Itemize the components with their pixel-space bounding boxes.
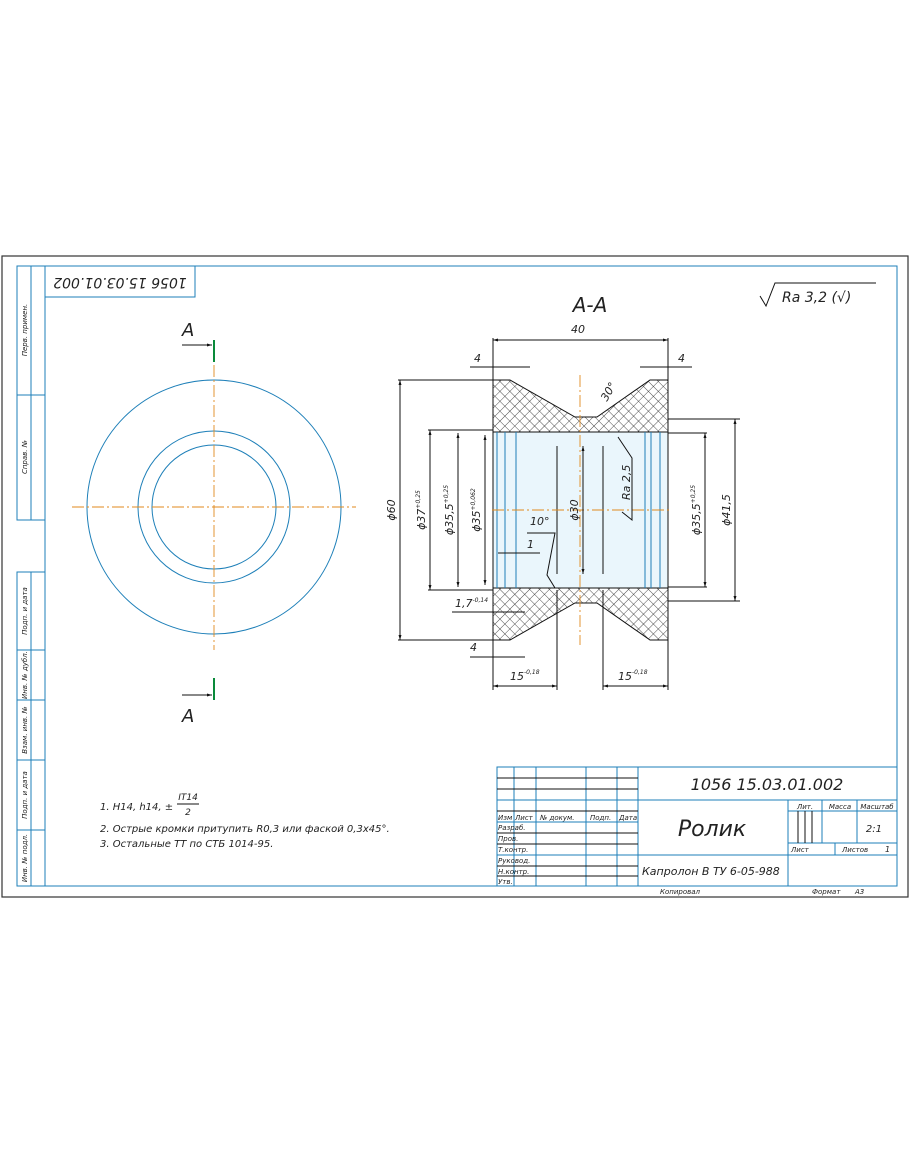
dim-40: 40 xyxy=(571,323,585,336)
col-header: Лист xyxy=(514,814,534,822)
dim-d37-tol: +0,25 xyxy=(415,490,422,509)
dim-d355-left: ϕ35,5 xyxy=(443,503,456,535)
dim-15-left: 15 xyxy=(510,670,524,683)
svg-text:ϕ35,5+0,25: ϕ35,5+0,25 xyxy=(443,485,456,535)
dim-1: 1 xyxy=(527,538,534,551)
note-1: 1. H14, h14, ± xyxy=(100,802,173,813)
dim-17: 1,7 xyxy=(455,597,473,610)
dim-d355-right: ϕ35,5 xyxy=(690,503,703,535)
dim-d355-left-tol: +0,25 xyxy=(443,485,450,504)
note-1-denominator: 2 xyxy=(185,808,191,818)
technical-notes: 1. H14, h14, ± IT14 2 2. Острые кромки п… xyxy=(100,793,390,850)
material: Капролон В ТУ 6-05-988 xyxy=(642,865,780,878)
svg-text:ϕ37+0,25: ϕ37+0,25 xyxy=(415,490,428,530)
sheet-label: Лист xyxy=(790,846,810,854)
dim-d37: ϕ37 xyxy=(415,509,428,530)
dim-15-right: 15 xyxy=(618,670,632,683)
part-name: Ролик xyxy=(678,817,747,842)
mass-label: Масса xyxy=(829,803,851,811)
col-header: Подп. xyxy=(590,814,611,822)
svg-text:15-0,18: 15-0,18 xyxy=(510,669,540,683)
cut-label-bottom: А xyxy=(181,706,194,727)
dim-d60: ϕ60 xyxy=(385,499,398,520)
dim-d30: ϕ30 xyxy=(568,499,581,520)
svg-text:1,7-0,14: 1,7-0,14 xyxy=(455,597,488,610)
designation-stamp-box xyxy=(44,265,196,298)
scale-label: Масштаб xyxy=(860,803,894,811)
designation: 1056 15.03.01.002 xyxy=(691,775,844,794)
note-1-numerator: IT14 xyxy=(178,793,198,803)
strip-label: Инв. № дубл. xyxy=(21,651,29,699)
strip-label: Взам. инв. № xyxy=(21,706,29,754)
row-label: Пров. xyxy=(498,835,518,843)
general-roughness: Ra 3,2 (√) xyxy=(759,282,876,308)
row-label: Т.контр. xyxy=(498,846,528,854)
note-2: 2. Острые кромки притупить R0,3 или фаск… xyxy=(100,824,390,835)
dim-d35: ϕ35 xyxy=(470,510,483,531)
svg-text:15-0,18: 15-0,18 xyxy=(618,669,648,683)
format-value: А3 xyxy=(854,888,864,896)
sheets-label: Листов xyxy=(841,846,868,854)
strip-label: Подп. и дата xyxy=(21,587,29,635)
svg-text:ϕ35+0,062: ϕ35+0,062 xyxy=(470,488,483,532)
strip-label: Справ. № xyxy=(21,440,29,474)
strip-label: Перв. примен. xyxy=(21,304,29,357)
row-label: Разраб. xyxy=(498,824,526,832)
dim-d415: ϕ41,5 xyxy=(720,494,733,526)
dim-4-top-left: 4 xyxy=(474,352,481,365)
dim-4-top-right: 4 xyxy=(678,352,685,365)
row-label: Руковод. xyxy=(498,857,530,865)
sheets-count: 1 xyxy=(885,845,890,854)
row-label: Утв. xyxy=(498,878,513,886)
strip-label: Инв. № подл. xyxy=(21,834,29,882)
strip-label: Подп. и дата xyxy=(21,771,29,819)
col-header: № докум. xyxy=(539,814,575,822)
dim-15-left-tol: -0,18 xyxy=(524,669,540,676)
dim-4-bottom-left: 4 xyxy=(470,641,477,654)
dim-15-right-tol: -0,18 xyxy=(632,669,648,676)
lit-label: Лит. xyxy=(796,803,813,811)
section-view: А-А 40 4 4 30° ϕ60 ϕ37+0,2 xyxy=(385,293,740,690)
cut-label-top: А xyxy=(181,320,194,341)
roughness-ra25: Ra 2,5 xyxy=(620,465,633,500)
copied-label: Копировал xyxy=(660,888,701,896)
dim-17-tol: -0,14 xyxy=(473,597,489,604)
note-3: 3. Остальные ТТ по СТБ 1014-95. xyxy=(100,839,273,850)
side-strip: Перв. примен. Справ. № Подп. и дата Инв.… xyxy=(16,265,46,887)
row-label: Н.контр. xyxy=(498,868,529,876)
sheet-border xyxy=(1,255,909,898)
col-header: Дата xyxy=(618,814,637,822)
format-label: Формат xyxy=(812,888,841,896)
designation-stamp: 1056 15.03.01.002 xyxy=(53,274,187,290)
section-label: А-А xyxy=(571,293,608,317)
svg-text:ϕ35,5+0,25: ϕ35,5+0,25 xyxy=(690,485,703,535)
col-header: Изм xyxy=(498,814,513,822)
front-view: А А xyxy=(72,320,356,727)
dim-angle-10: 10° xyxy=(530,515,550,528)
roughness-text: Ra 3,2 (√) xyxy=(782,290,851,306)
dim-d355-right-tol: +0,25 xyxy=(690,485,697,504)
title-block: Изм Лист № докум. Подп. Дата Разраб. Про… xyxy=(496,766,898,896)
scale-value: 2:1 xyxy=(866,824,882,835)
dim-d35-tol: +0,062 xyxy=(470,488,477,510)
